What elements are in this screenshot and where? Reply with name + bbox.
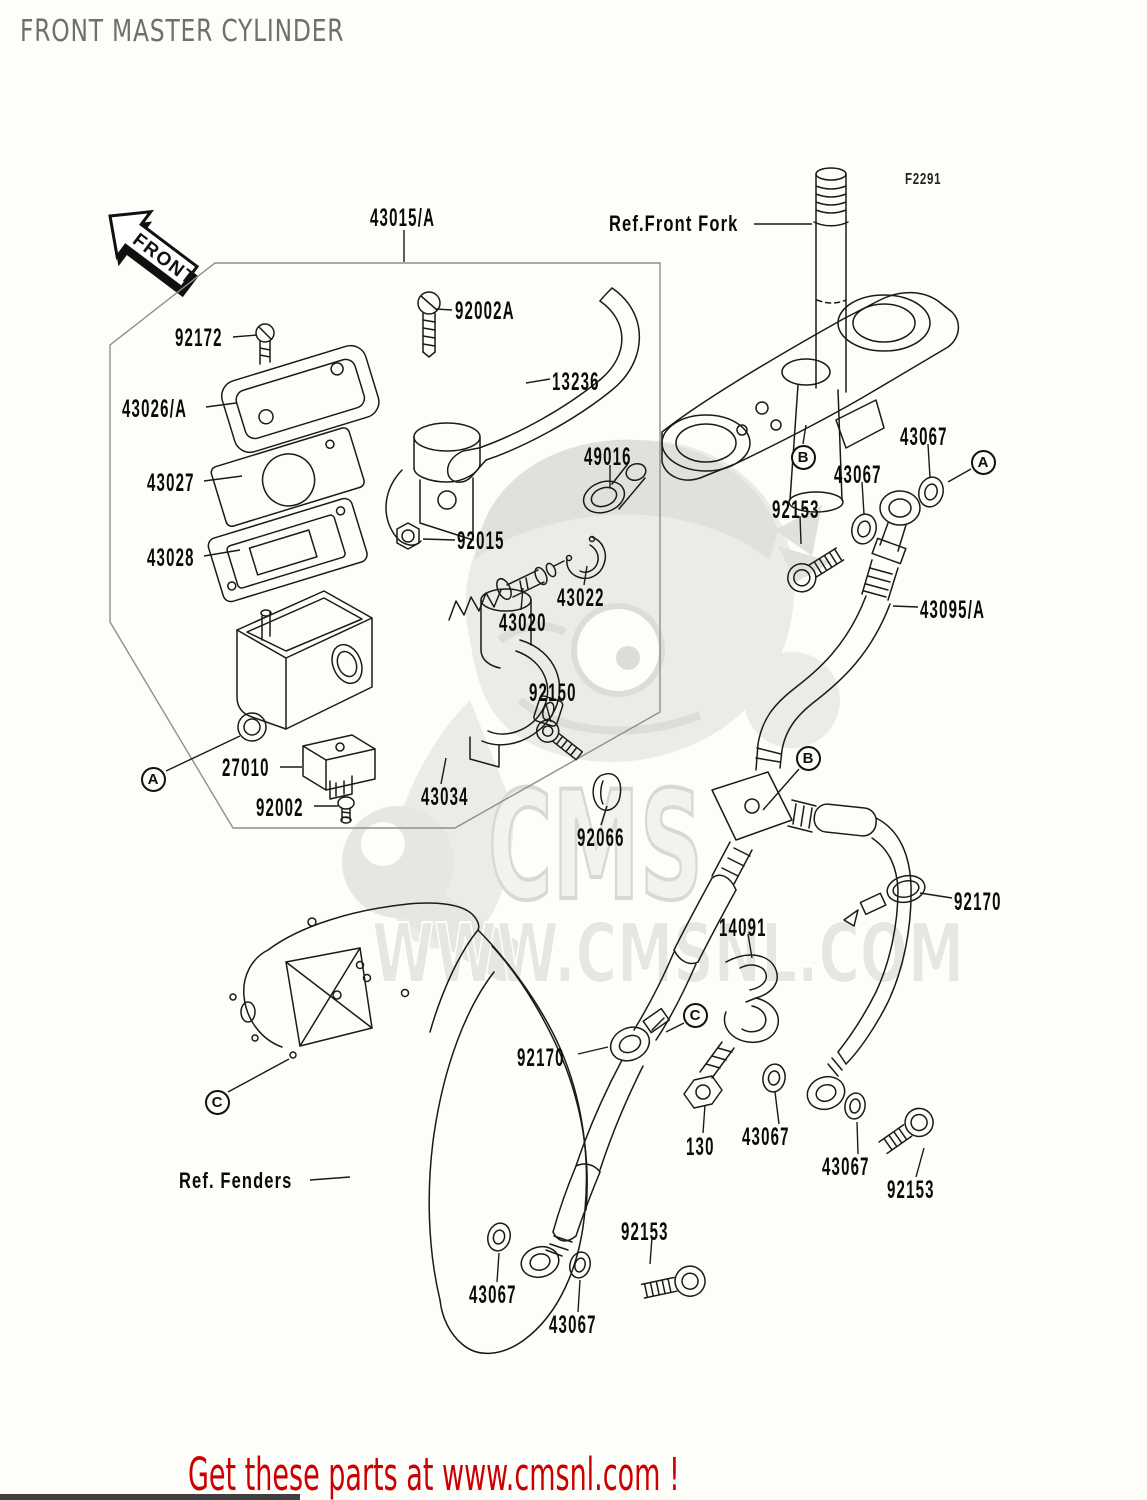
part-number-label-92002a-1[interactable]: 92002A [455, 297, 515, 325]
part-number-label-92172-2[interactable]: 92172 [175, 324, 223, 352]
callout-circle-b-3: B [795, 745, 821, 771]
drawing-diaphragm-43028 [207, 497, 368, 603]
drawing-front-fender [229, 902, 588, 1355]
reference-label-0: Ref.Front Fork [609, 211, 739, 236]
part-number-label-43020-10[interactable]: 43020 [499, 609, 547, 637]
drawing-clamp-14091 [723, 954, 779, 1044]
part-number-label-13236-6[interactable]: 13236 [552, 368, 600, 396]
drawing-plate-43027 [210, 427, 365, 527]
part-number-label-43067-17[interactable]: 43067 [834, 461, 882, 489]
part-number-label-43067-29[interactable]: 43067 [549, 1311, 597, 1339]
drawing-switch-27010 [302, 734, 376, 800]
drawing-screw-92002 [337, 796, 355, 824]
drawing-bolt-92150 [535, 719, 584, 761]
callout-circle-a-1: A [970, 449, 996, 475]
drawing-washers-43067 [487, 476, 944, 1279]
part-number-label-43067-16[interactable]: 43067 [900, 423, 948, 451]
part-number-label-92015-8[interactable]: 92015 [457, 527, 505, 555]
part-number-label-92150-11[interactable]: 92150 [529, 679, 577, 707]
part-number-label-92170-20[interactable]: 92170 [954, 888, 1002, 916]
drawing-clamp-92170-right [843, 874, 926, 927]
part-number-label-92066-15[interactable]: 92066 [577, 824, 625, 852]
part-number-label-43028-5[interactable]: 43028 [147, 544, 195, 572]
drawing-bolt-130 [683, 1041, 735, 1109]
part-number-label-92002-13[interactable]: 92002 [256, 794, 304, 822]
drawing-cylinder-clamp-43034 [469, 588, 564, 768]
part-number-label-43034-14[interactable]: 43034 [421, 783, 469, 811]
drawing-reservoir-cap-43026 [220, 344, 380, 454]
callout-circle-b-2: B [790, 444, 816, 470]
cta-banner-link[interactable]: Get these parts at www.cmsnl.com ! [188, 1448, 680, 1500]
part-number-label-92153-27[interactable]: 92153 [621, 1218, 669, 1246]
reference-label-1: Ref. Fenders [179, 1168, 293, 1193]
callout-circle-a-0: A [140, 766, 166, 792]
drawing-piston-set-43020 [448, 560, 565, 621]
drawing-screw-92172 [255, 323, 275, 365]
part-number-label-130-23[interactable]: 130 [686, 1133, 715, 1161]
part-number-label-43067-25[interactable]: 43067 [822, 1153, 870, 1181]
drawing-brake-hose-43095 [520, 490, 921, 1279]
callout-circle-c-4: C [682, 1002, 708, 1028]
drawing-reservoir-body [236, 590, 373, 742]
part-number-label-27010-12[interactable]: 27010 [222, 754, 270, 782]
part-number-label-14091-21[interactable]: 14091 [719, 914, 767, 942]
drawing-bolts-92153 [640, 547, 934, 1299]
drawing-front-fork-stem [661, 167, 960, 513]
watermark-url-text: WWW.CMSNL.COM [372, 907, 964, 1002]
drawing-boot-49016 [582, 462, 647, 514]
part-number-label-43026a-3[interactable]: 43026/A [122, 395, 188, 423]
part-number-label-92170-22[interactable]: 92170 [517, 1044, 565, 1072]
front-direction-arrow: FRONT [108, 209, 199, 298]
part-number-label-92153-18[interactable]: 92153 [772, 496, 820, 524]
browser-statusbar-fragment [0, 1494, 300, 1500]
page-title: FRONT MASTER CYLINDER [20, 14, 345, 49]
part-number-label-43022-9[interactable]: 43022 [557, 584, 605, 612]
part-number-label-92153-26[interactable]: 92153 [887, 1176, 935, 1204]
part-number-label-43015a-0[interactable]: 43015/A [370, 204, 436, 232]
part-number-label-43095a-19[interactable]: 43095/A [920, 596, 986, 624]
drawing-brake-lever-13236 [385, 287, 641, 546]
part-number-label-49016-7[interactable]: 49016 [584, 443, 632, 471]
part-number-label-43067-24[interactable]: 43067 [742, 1123, 790, 1151]
callout-circle-c-5: C [204, 1089, 230, 1115]
part-number-label-43067-28[interactable]: 43067 [469, 1281, 517, 1309]
figure-code: F2291 [905, 171, 942, 188]
drawing-cap-92066 [592, 773, 622, 811]
drawing-circlip-43022 [565, 535, 607, 580]
part-number-label-43027-4[interactable]: 43027 [147, 469, 195, 497]
drawing-pivot-screw-92002a [417, 291, 441, 358]
assembly-boundary-box [109, 262, 661, 829]
cms-watermark: CMS WWW.CMSNL.COM [342, 439, 965, 1003]
drawing-nut-92015 [396, 522, 420, 550]
